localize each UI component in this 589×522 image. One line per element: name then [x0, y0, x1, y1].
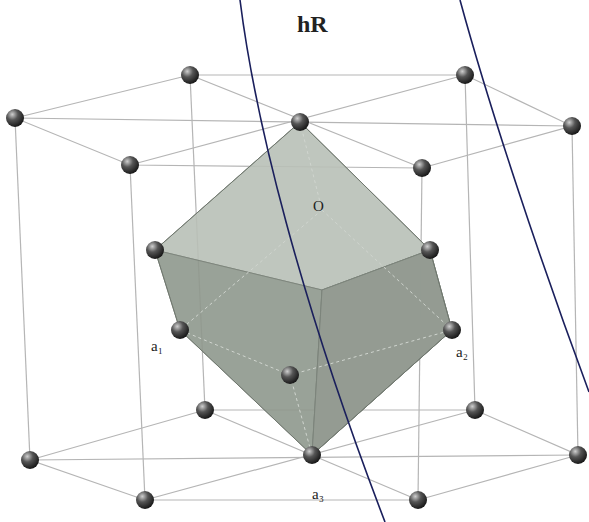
rhombohedral-cell — [155, 122, 452, 455]
axis-label: a₁ — [151, 339, 163, 354]
axis-label: a₃ — [312, 487, 324, 502]
pen-marks — [240, 0, 589, 522]
hexagonal-prism — [15, 75, 578, 500]
lattice-type-title: hR — [297, 12, 328, 36]
origin-label: O — [313, 199, 324, 214]
axis-label: a₂ — [456, 345, 468, 360]
